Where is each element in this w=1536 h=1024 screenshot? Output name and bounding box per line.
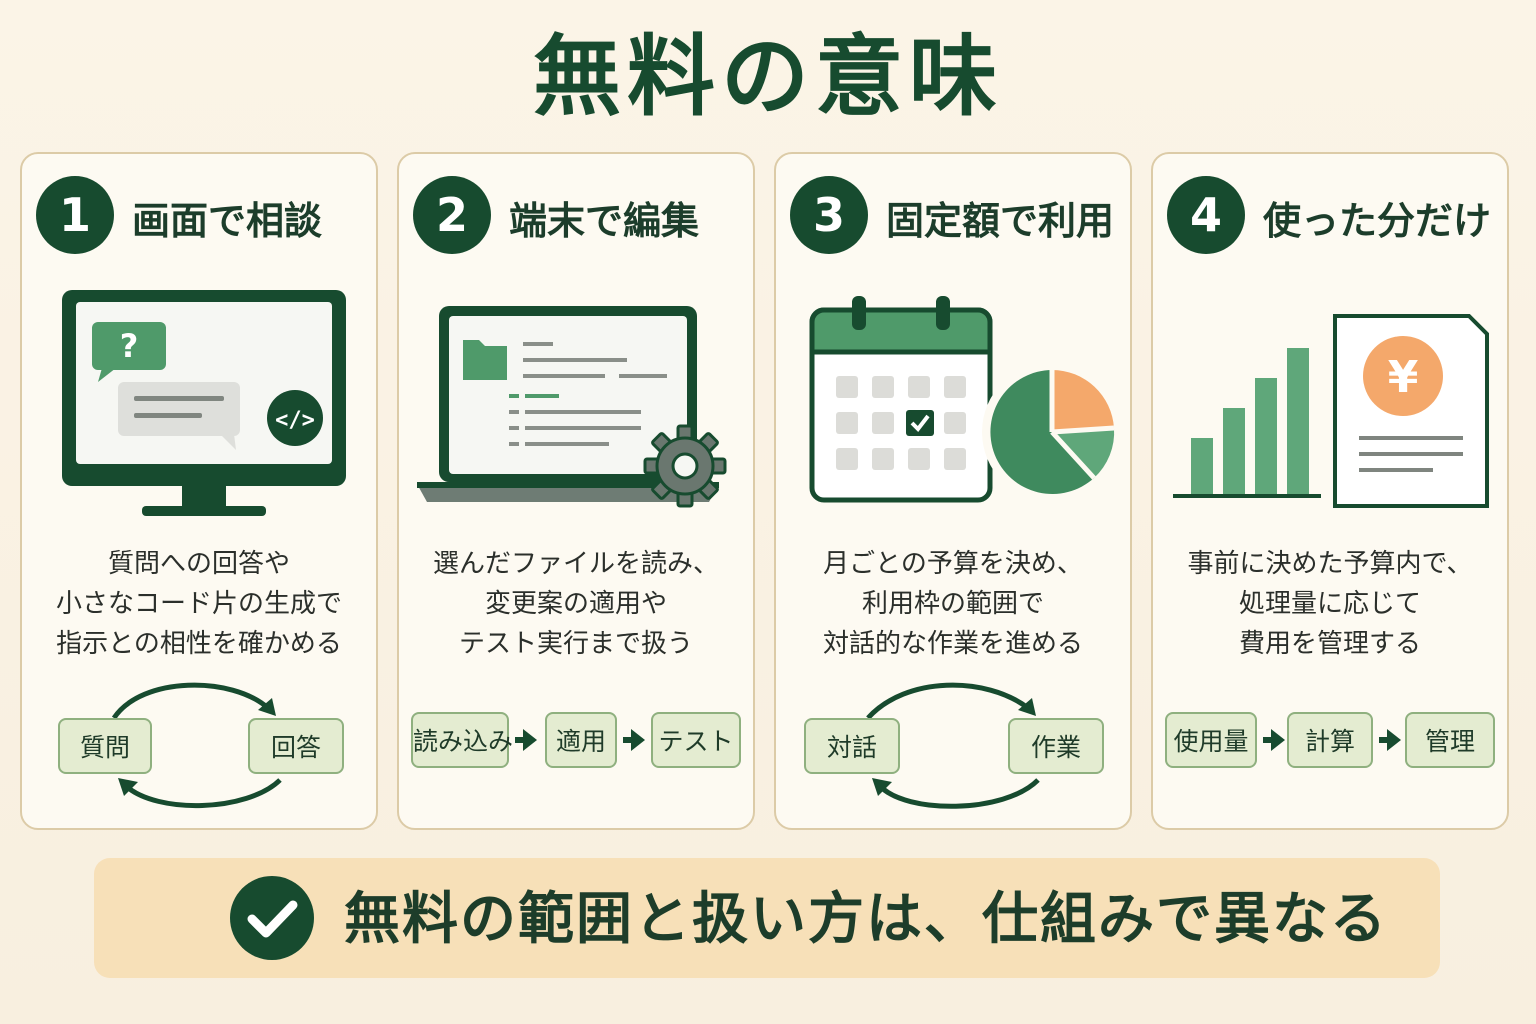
folder-icon [463, 340, 507, 380]
laptop-file-illustration [417, 306, 727, 508]
step-flow: 使用量 計算 管理 [1153, 674, 1507, 824]
page-title: 無料の意味 [532, 25, 1003, 128]
flow-arrow [515, 737, 523, 743]
desc-line: 質問への回答や [107, 549, 290, 579]
card-title: 使った分だけ [1263, 199, 1492, 243]
arrow-right-icon [523, 729, 537, 751]
calendar-icon [809, 296, 993, 503]
arrow-right-icon [1387, 729, 1401, 751]
flow-box-test: テスト [651, 712, 741, 768]
card-consult: 1 画面で相談 ? </> 質問への回答や 小さなコード片の生成で 指示との相性… [20, 152, 378, 830]
arrow-right-icon [1271, 729, 1285, 751]
question-mark: ? [120, 327, 139, 365]
monitor-chat-illustration: ? </> [62, 290, 346, 516]
card-description: 選んだファイルを読み、 変更案の適用や テスト実行まで扱う [399, 544, 753, 664]
desc-line: 指示との相性を確かめる [56, 629, 342, 659]
flow-arrow [623, 737, 631, 743]
cycle-flow: 対話 作業 [776, 674, 1130, 824]
calendar-pie-illustration [809, 296, 1120, 503]
summary-text: 無料の範囲と扱い方は、仕組みで異なる [344, 887, 1388, 952]
card-fixed-fee: 3 固定額で利用 月ごとの予算を決め、 利用枠の範囲で 対話的な作業 [774, 152, 1132, 830]
flow-arrow [1379, 737, 1387, 743]
desc-line: 対話的な作業を進める [822, 629, 1083, 659]
message-bubble-icon [118, 382, 240, 450]
check-icon [230, 876, 314, 960]
card-header: 4 使った分だけ [1167, 176, 1497, 256]
card-header: 2 端末で編集 [413, 176, 743, 256]
step-flow: 読み込み 適用 テスト [399, 674, 753, 824]
flow-box-read: 読み込み [411, 712, 513, 768]
pie-chart-icon [982, 362, 1120, 502]
card-header: 1 画面で相談 [36, 176, 366, 256]
flow-box-answer: 回答 [248, 718, 344, 774]
card-description: 事前に決めた予算内で、 処理量に応じて 費用を管理する [1153, 544, 1507, 664]
flow-box-question: 質問 [58, 718, 152, 774]
card-pay-as-you-go: 4 使った分だけ ¥ 事前に決めた予算内で、 処理量に応じて 費用を管理する 使… [1151, 152, 1509, 830]
card-header: 3 固定額で利用 [790, 176, 1120, 256]
code-icon: </> [267, 390, 323, 446]
card-title: 端末で編集 [509, 199, 700, 243]
cycle-arrows-icon [866, 682, 1040, 809]
step-number-badge: 3 [790, 176, 868, 254]
flow-box-manage: 管理 [1405, 712, 1495, 768]
step-number-badge: 2 [413, 176, 491, 254]
flow-box-usage: 使用量 [1165, 712, 1257, 768]
summary-banner: 無料の範囲と扱い方は、仕組みで異なる [94, 858, 1440, 978]
step-number-badge: 1 [36, 176, 114, 254]
cycle-arrows-icon [111, 682, 282, 808]
question-bubble-icon: ? [92, 322, 166, 382]
card-description: 質問への回答や 小さなコード片の生成で 指示との相性を確かめる [22, 544, 376, 664]
desc-line: 変更案の適用や [484, 589, 667, 619]
invoice-document-icon: ¥ [1333, 314, 1489, 508]
desc-line: テスト実行まで扱う [458, 629, 693, 659]
bar-chart-icon [1173, 348, 1321, 498]
card-title: 画面で相談 [132, 199, 323, 243]
desc-line: 事前に決めた予算内で、 [1187, 549, 1473, 579]
flow-arrow [1263, 737, 1271, 743]
card-title: 固定額で利用 [886, 199, 1115, 243]
flow-box-calc: 計算 [1287, 712, 1373, 768]
cycle-flow: 質問 回答 [22, 674, 376, 824]
yen-icon: ¥ [1388, 352, 1419, 403]
flow-box-apply: 適用 [545, 712, 617, 768]
step-number-badge: 4 [1167, 176, 1245, 254]
desc-line: 利用枠の範囲で [861, 589, 1044, 619]
card-description: 月ごとの予算を決め、 利用枠の範囲で 対話的な作業を進める [776, 544, 1130, 664]
desc-line: 小さなコード片の生成で [55, 589, 342, 619]
desc-line: 月ごとの予算を決め、 [823, 549, 1083, 579]
flow-box-dialogue: 対話 [804, 718, 900, 774]
card-edit: 2 端末で編集 [397, 152, 755, 830]
arrow-right-icon [631, 729, 645, 751]
gear-icon [643, 424, 727, 508]
flow-box-work: 作業 [1008, 718, 1104, 774]
code-glyph: </> [275, 408, 315, 433]
desc-line: 費用を管理する [1238, 629, 1421, 659]
desc-line: 選んだファイルを読み、 [432, 549, 719, 579]
usage-invoice-illustration: ¥ [1173, 314, 1489, 508]
file-content-lines [509, 342, 667, 446]
desc-line: 処理量に応じて [1238, 589, 1421, 619]
